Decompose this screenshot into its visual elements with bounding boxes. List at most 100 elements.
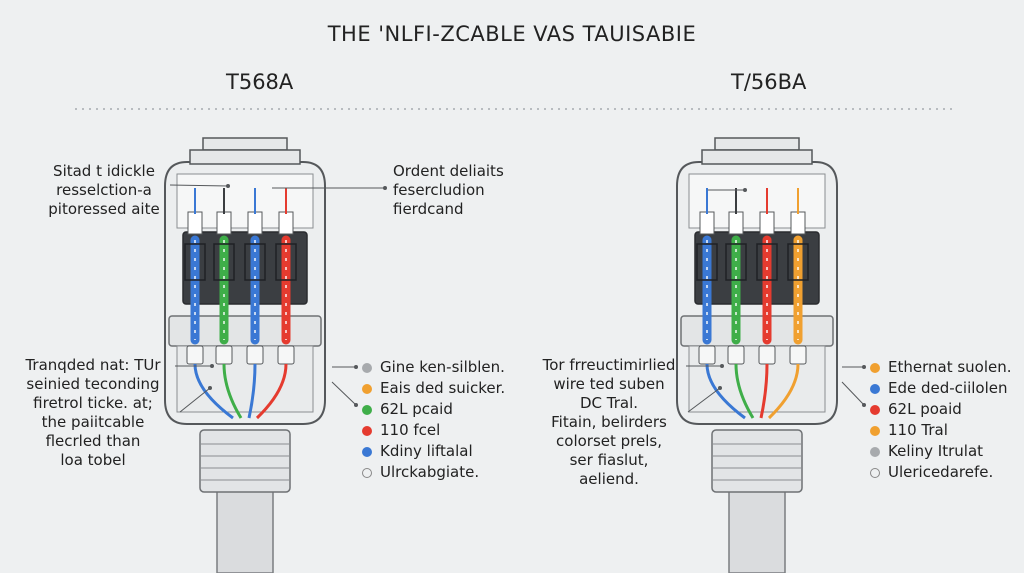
legend-dot-icon — [870, 362, 880, 373]
wire-ferrule — [246, 345, 264, 365]
note-line: fierdcand — [393, 200, 464, 218]
note-line: fesercludion — [393, 181, 485, 199]
wire-tail — [193, 363, 234, 420]
wire-tail — [255, 363, 288, 420]
latch-top — [202, 137, 288, 151]
strain-boot — [199, 429, 291, 493]
wire-tail — [222, 363, 243, 419]
contact-pin — [247, 211, 263, 235]
legend-item: 110 Tral — [870, 420, 1012, 441]
leader-lines — [169, 184, 866, 413]
right-bottom-note: Tor frreuctimirlied wire ted suben DC Tr… — [534, 356, 684, 489]
leader-dot — [210, 364, 214, 368]
contact-slot — [275, 243, 297, 281]
legend-label: 62L poaid — [888, 400, 962, 418]
leader-dot — [720, 364, 724, 368]
left-top-note: Sitad t idickle resselction-a pitoressed… — [48, 162, 160, 219]
leader-dot — [208, 386, 212, 390]
legend-item: Eais ded suicker. — [362, 378, 505, 399]
wire-tail — [247, 363, 257, 419]
contact-pin — [187, 211, 203, 235]
leader-line — [841, 381, 865, 406]
latch-base — [701, 149, 813, 165]
left-rj45-connector — [164, 137, 326, 573]
wire-ferrule — [215, 345, 233, 365]
note-line: Ordent deliaits — [393, 162, 504, 180]
leader-dot — [743, 188, 747, 192]
right-rj45-connector — [676, 137, 838, 573]
contact-slot — [244, 243, 266, 281]
leader-line — [331, 381, 357, 406]
strain-boot — [711, 429, 803, 493]
leader-dot — [862, 403, 866, 407]
legend-item: Gine ken-silblen. — [362, 357, 505, 378]
legend-dot-icon — [362, 467, 372, 478]
wire-ferrule — [277, 345, 295, 365]
legend-dot-icon — [870, 446, 880, 457]
legend-item: Ethernat suolen. — [870, 357, 1012, 378]
contact-pin — [790, 211, 806, 235]
legend-dot-icon — [362, 425, 372, 436]
note-line: flecrled than — [45, 432, 141, 450]
legend-item: 62L pcaid — [362, 399, 505, 420]
legend-dot-icon — [870, 467, 880, 478]
leader-dot — [226, 184, 230, 188]
contact-pin — [699, 211, 715, 235]
legend-label: Ede ded-ciilolen — [888, 379, 1008, 397]
legend-label: Ulrckabgiate. — [380, 463, 480, 481]
note-line: Tor frreuctimirlied — [542, 356, 676, 374]
wire-ferrule — [789, 345, 807, 365]
left-standard-label: T568A — [226, 70, 294, 94]
contact-slot — [787, 243, 809, 281]
contact-slot — [725, 243, 747, 281]
contact-slot — [756, 243, 778, 281]
note-line: loa tobel — [60, 451, 126, 469]
note-line: colorset prels, — [556, 432, 662, 450]
contact-pin — [278, 211, 294, 235]
wire-tail — [734, 363, 755, 419]
leader-dot — [383, 186, 387, 190]
legend-label: 110 fcel — [380, 421, 441, 439]
legend-item: Ulrckabgiate. — [362, 462, 505, 483]
wire-tail — [759, 363, 769, 419]
note-line: resselction-a — [56, 181, 152, 199]
wire-ferrule — [186, 345, 204, 365]
legend-item: Kdiny liftalal — [362, 441, 505, 462]
note-line: seinied teconding — [26, 375, 160, 393]
note-line: the paiitcable — [41, 413, 145, 431]
legend-label: Kdiny liftalal — [380, 442, 473, 460]
wire-ferrule — [727, 345, 745, 365]
leader-line — [687, 387, 721, 413]
contact-slot — [213, 243, 235, 281]
legend-label: Ethernat suolen. — [888, 358, 1012, 376]
note-line: pitoressed aite — [48, 200, 160, 218]
legend-dot-icon — [870, 404, 880, 415]
wire-ferrule — [758, 345, 776, 365]
legend-dot-icon — [362, 446, 372, 457]
legend-dot-icon — [870, 425, 880, 436]
legend-item: 62L poaid — [870, 399, 1012, 420]
right-legend: Ethernat suolen. Ede ded-ciilolen 62L po… — [870, 357, 1012, 483]
note-line: Sitad t idickle — [53, 162, 155, 180]
note-line: aeliend. — [579, 470, 639, 488]
note-line: Fitain, belirders — [551, 413, 667, 431]
note-line: firetrol ticke. at; — [33, 394, 153, 412]
legend-dot-icon — [362, 383, 372, 394]
diagram-title: THE 'NLFI-ZCABLE VAS TAUISABIE — [327, 22, 697, 46]
legend-label: Gine ken-silblen. — [380, 358, 505, 376]
leader-line — [179, 387, 211, 413]
contact-slot — [696, 243, 718, 281]
latch-base — [189, 149, 301, 165]
legend-item: Keliny Itrulat — [870, 441, 1012, 462]
contact-pin — [216, 211, 232, 235]
legend-label: Keliny Itrulat — [888, 442, 984, 460]
leader-dot — [354, 365, 358, 369]
legend-item: 110 fcel — [362, 420, 505, 441]
left-legend: Gine ken-silblen. Eais ded suicker. 62L … — [362, 357, 505, 483]
leader-dot — [862, 365, 866, 369]
legend-dot-icon — [362, 404, 372, 415]
leader-line — [169, 184, 229, 187]
leader-dot — [354, 403, 358, 407]
note-line: wire ted suben — [553, 375, 665, 393]
right-standard-label: T/56BA — [731, 70, 807, 94]
